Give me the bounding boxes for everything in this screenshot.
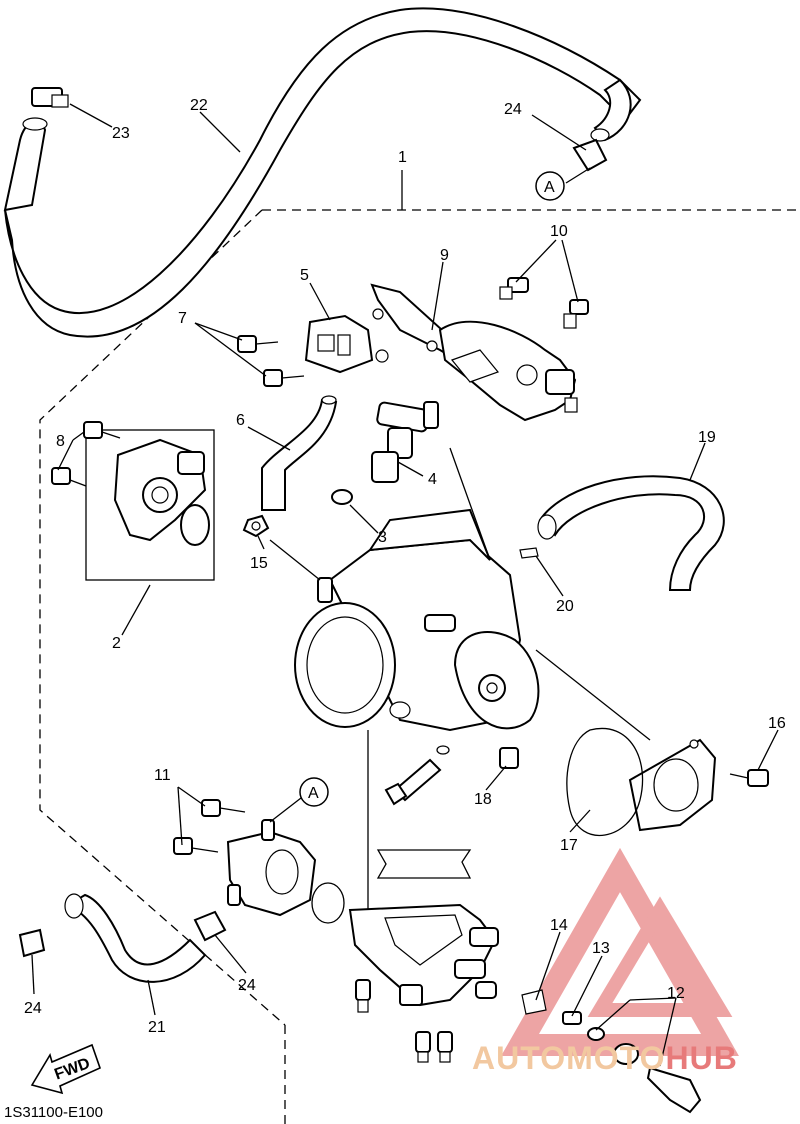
seal-3 [331, 489, 353, 505]
screws-8 [51, 421, 121, 487]
sensor-5 [304, 314, 389, 374]
clip-23 [31, 87, 69, 108]
spring-14 [521, 989, 547, 1015]
callout-19: 19 [698, 429, 716, 446]
callout-8: 8 [56, 433, 65, 450]
callout-11: 11 [154, 767, 171, 784]
callout-9: 9 [440, 247, 449, 264]
callout-21: 21 [148, 1019, 166, 1036]
hose-21 [64, 893, 207, 983]
figure-code: 1S31100-E100 [4, 1104, 103, 1121]
callout-4: 4 [428, 471, 437, 488]
callout-10: 10 [550, 223, 568, 240]
callout-16: 16 [768, 715, 786, 732]
callout-3: 3 [378, 529, 387, 546]
callout-13: 13 [592, 940, 610, 957]
svg-text:A: A [544, 179, 555, 196]
tps-box-2 [85, 429, 215, 581]
clamp-20 [519, 547, 539, 559]
joint-11 [226, 819, 317, 917]
ref-a-top: A [535, 171, 565, 201]
callout-20: 20 [556, 598, 574, 615]
callout-1: 1 [398, 149, 407, 166]
watermark-logo [501, 847, 739, 1056]
base-plate [348, 903, 499, 1007]
svg-text:A: A [308, 785, 319, 802]
callout-12: 12 [667, 985, 685, 1002]
callout-7: 7 [178, 310, 187, 327]
callout-22: 22 [190, 97, 208, 114]
bolts-lower [355, 979, 453, 1063]
sensor-unit-9 [438, 320, 578, 422]
gasket-small [376, 849, 472, 879]
gasket-17 [566, 727, 644, 837]
watermark-text: AUTOMOTOHUB [472, 1040, 738, 1077]
leader-lines [31, 103, 779, 1067]
callout-24-left: 24 [24, 1000, 42, 1017]
callout-24-top: 24 [504, 101, 522, 118]
screws-11 [173, 799, 246, 855]
callout-18: 18 [474, 791, 492, 808]
cover-17 [628, 738, 717, 832]
injector-4 [371, 401, 439, 483]
ref-a-lower: A [299, 777, 329, 807]
callout-23: 23 [112, 125, 130, 142]
pin-13 [562, 1011, 582, 1025]
clip-24-right [193, 910, 227, 942]
screw-18 [499, 747, 519, 769]
adjust-screw [384, 745, 450, 806]
callout-6: 6 [236, 412, 245, 429]
throttle-body [294, 508, 540, 732]
callout-17: 17 [560, 837, 578, 854]
screw-16 [729, 769, 769, 787]
hose-22 [3, 7, 642, 338]
callout-2: 2 [112, 635, 121, 652]
parts-12 [587, 1027, 702, 1114]
hose-6 [261, 395, 338, 511]
nut-15 [242, 514, 270, 538]
callout-14: 14 [550, 917, 568, 934]
callout-24-right: 24 [238, 977, 256, 994]
clip-24-top [572, 138, 608, 172]
watermark-auto: AUTO [472, 1040, 567, 1076]
screws-7 [237, 335, 305, 387]
watermark-hub: HUB [665, 1040, 738, 1076]
watermark-moto: MOTO [566, 1040, 666, 1076]
callout-5: 5 [300, 267, 309, 284]
hose-19 [537, 475, 725, 591]
callout-labels: 1 2 3 4 5 6 7 8 9 10 11 12 13 14 15 16 1… [24, 97, 786, 1036]
fwd-arrow: FWD [30, 1043, 101, 1095]
screws-10 [499, 277, 589, 329]
clip-24-left [18, 928, 46, 958]
o-ring [311, 882, 345, 924]
callout-15: 15 [250, 555, 268, 572]
